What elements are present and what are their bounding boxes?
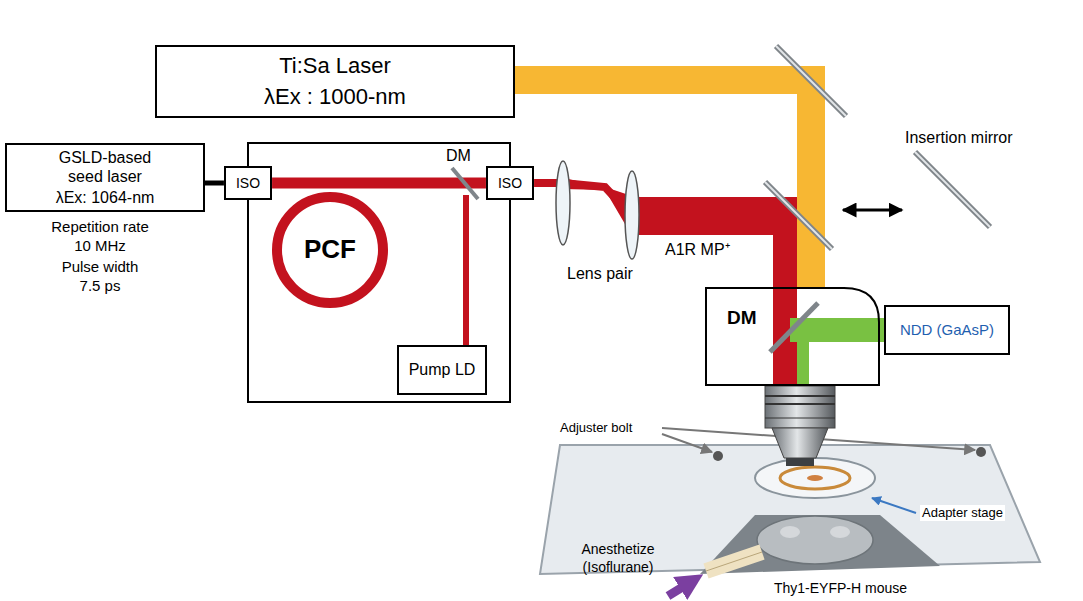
node-text: PCF <box>304 234 356 265</box>
node-text: ISO <box>498 175 522 192</box>
unit-name: A1R MP⁺ <box>665 240 730 259</box>
laser-box: GSLD-based seed laser λEx: 1064-nm <box>5 143 205 212</box>
fiber-coil: PCF <box>272 192 388 308</box>
emission-beam <box>790 318 882 342</box>
leader-arrow <box>662 434 712 452</box>
laser-beam <box>205 181 224 186</box>
objective-ring <box>765 395 835 397</box>
specimen-label: Thy1-EYFP-H mouse <box>772 580 909 598</box>
isolator-box: ISO <box>486 166 534 200</box>
component-label: Anesthetize (Isoflurane) <box>572 541 664 576</box>
scan-head: A1R MP⁺DM <box>705 287 880 386</box>
node-text: DM <box>727 307 757 330</box>
pump-diode-box: Pump LD <box>397 345 488 395</box>
lens <box>625 171 639 259</box>
objective-lens <box>765 386 835 428</box>
mirror <box>776 46 846 116</box>
insertion-mirror <box>915 152 990 227</box>
node-text: ISO <box>236 175 260 192</box>
pump-beam <box>463 195 469 345</box>
dichroic-mirror <box>452 168 478 199</box>
laser-beam <box>272 178 486 189</box>
isolator-box: ISO <box>224 166 272 200</box>
anesthesia-tube <box>706 552 762 571</box>
amplifier-housing <box>248 143 510 402</box>
scan-head-outline <box>705 287 880 386</box>
imaging-window <box>755 458 875 498</box>
mouse-head <box>757 516 873 564</box>
adjuster-bolt <box>976 447 986 457</box>
node-text: λEx: 1064-nm <box>56 188 155 207</box>
component-label: Adapter stage <box>920 505 1005 521</box>
node-text: NDD (GaAsP) <box>900 321 994 339</box>
mouse-ear <box>780 526 800 538</box>
anesthesia-arrow <box>668 580 694 596</box>
node-text: λEx : 1000-nm <box>264 84 406 110</box>
anesthesia-tube <box>706 552 762 571</box>
laser-beam <box>534 183 785 287</box>
node-text: Ti:Sa Laser <box>279 53 391 79</box>
node-text: GSLD-based seed laser <box>50 148 160 186</box>
node-text: Pump LD <box>409 360 476 379</box>
mirror <box>765 182 832 249</box>
objective-ring <box>765 403 835 405</box>
objective-tip <box>786 458 814 466</box>
component-label: Lens pair <box>567 264 633 284</box>
cranial-window <box>780 467 850 489</box>
lens <box>556 161 570 245</box>
spec-note: Pulse width 7.5 ps <box>57 258 143 296</box>
leader-arrow <box>872 498 916 513</box>
imaging-spot <box>807 475 823 481</box>
mouse-ear <box>830 526 850 538</box>
insertion-mirror <box>915 152 990 227</box>
objective-tip <box>772 428 828 458</box>
mirror <box>776 46 846 116</box>
component-label: DM <box>446 146 471 166</box>
scan-head-body <box>706 288 879 385</box>
component-label: Insertion mirror <box>905 128 1013 148</box>
adjuster-bolt <box>713 451 723 461</box>
mirror <box>765 182 832 249</box>
dichroic-mirror <box>770 303 818 352</box>
stage-cutout <box>700 515 940 574</box>
laser-box: Ti:Sa Laser λEx : 1000-nm <box>155 45 515 118</box>
detector-box: NDD (GaAsP) <box>884 305 1010 355</box>
objective-ring <box>765 418 835 419</box>
fiber-loop <box>277 197 383 303</box>
component-label: Adjuster bolt <box>560 420 632 436</box>
spec-note: Repetition rate 10 MHz <box>44 218 156 256</box>
movement-arrow <box>843 209 902 212</box>
